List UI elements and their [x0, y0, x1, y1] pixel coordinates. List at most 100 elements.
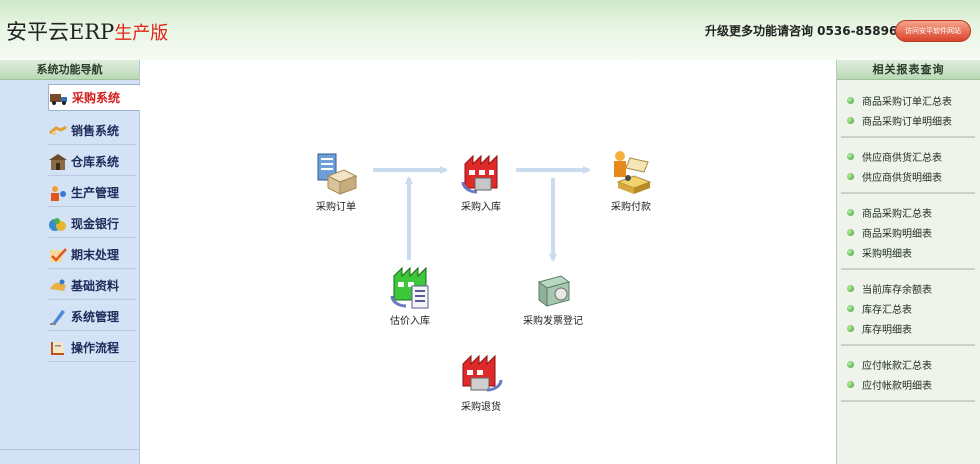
flow-node-purchase-order[interactable]: 采购订单 — [291, 150, 381, 213]
warehouse-icon — [49, 153, 67, 170]
flow-node-purchase-inbound[interactable]: 采购入库 — [436, 150, 526, 213]
report-group: 供应商供货汇总表 供应商供货明细表 — [841, 142, 975, 194]
book-icon — [51, 341, 64, 355]
nav-item-label: 生产管理 — [71, 186, 120, 200]
logo-main: 安平云ERP — [6, 20, 115, 44]
report-link-label: 供应商供货汇总表 — [862, 152, 942, 164]
bullet-icon — [847, 248, 854, 256]
bullet-icon — [847, 324, 854, 332]
purchase-inbound-icon — [461, 154, 498, 194]
report-link-label: 库存汇总表 — [862, 304, 912, 316]
report-link[interactable]: 当前库存余额表 — [841, 278, 975, 298]
report-panel-title: 相关报表查询 — [837, 60, 980, 80]
flow-node-label: 采购发票登记 — [523, 316, 583, 327]
handshake-icon — [49, 125, 67, 135]
nav-bottom-divider — [0, 449, 140, 450]
bullet-icon — [847, 208, 854, 216]
report-group: 当前库存余额表 库存汇总表 库存明细表 — [841, 274, 975, 346]
checkmark-icon — [50, 247, 67, 262]
report-link[interactable]: 供应商供货汇总表 — [841, 146, 975, 166]
flow-node-estimate-inbound[interactable]: 估价入库 — [365, 262, 455, 327]
invoice-register-icon — [537, 275, 571, 307]
report-link-label: 供应商供货明细表 — [862, 172, 942, 184]
report-group: 商品采购汇总表 商品采购明细表 采购明细表 — [841, 198, 975, 270]
report-link[interactable]: 商品采购订单明细表 — [841, 110, 975, 130]
nav-item-production[interactable]: 生产管理 — [48, 177, 140, 208]
flow-node-label: 估价入库 — [390, 316, 430, 327]
worker-icon — [51, 185, 66, 201]
report-link[interactable]: 商品采购汇总表 — [841, 202, 975, 222]
bullet-icon — [847, 284, 854, 292]
bullet-icon — [847, 360, 854, 368]
report-link-label: 当前库存余额表 — [862, 284, 932, 296]
report-link[interactable]: 库存明细表 — [841, 318, 975, 338]
purchase-return-icon — [462, 354, 503, 392]
flow-node-label: 采购退货 — [461, 402, 501, 413]
report-list: 商品采购订单汇总表 商品采购订单明细表 供应商供货汇总表 供应商供货明细表 商品… — [841, 86, 975, 406]
workflow-canvas: 采购订单 采购入库 采购付款 — [141, 60, 836, 464]
app-logo: 安平云ERP生产版 — [6, 16, 168, 46]
report-link-label: 库存明细表 — [862, 324, 912, 336]
left-nav: 系统功能导航 采购系统 销售系统 仓库系统 生产管理 现金银行 — [0, 60, 140, 464]
report-link[interactable]: 应付帐款汇总表 — [841, 354, 975, 374]
nav-item-label: 期末处理 — [71, 248, 120, 262]
report-group: 应付帐款汇总表 应付帐款明细表 — [841, 350, 975, 402]
report-link[interactable]: 商品采购明细表 — [841, 222, 975, 242]
nav-item-purchase[interactable]: 采购系统 — [48, 84, 140, 111]
bullet-icon — [847, 172, 854, 180]
nav-item-period-end[interactable]: 期末处理 — [48, 239, 140, 270]
nav-item-warehouse[interactable]: 仓库系统 — [48, 146, 140, 177]
purchase-payment-icon — [614, 151, 652, 194]
report-link[interactable]: 库存汇总表 — [841, 298, 975, 318]
nav-item-basic-data[interactable]: 基础资料 — [48, 270, 140, 301]
report-link-label: 商品采购订单汇总表 — [862, 96, 952, 108]
flow-node-purchase-return[interactable]: 采购退货 — [436, 350, 526, 413]
nav-item-system-admin[interactable]: 系统管理 — [48, 301, 140, 332]
bullet-icon — [847, 380, 854, 388]
report-link[interactable]: 商品采购订单汇总表 — [841, 90, 975, 110]
nav-item-sales[interactable]: 销售系统 — [48, 115, 140, 146]
pen-icon — [50, 309, 65, 325]
report-link-label: 商品采购明细表 — [862, 228, 932, 240]
report-link[interactable]: 采购明细表 — [841, 242, 975, 262]
nav-item-label: 系统管理 — [71, 310, 120, 324]
report-panel: 相关报表查询 商品采购订单汇总表 商品采购订单明细表 供应商供货汇总表 供应商供… — [836, 60, 980, 464]
nav-item-label: 现金银行 — [71, 217, 120, 231]
nav-item-workflow[interactable]: 操作流程 — [48, 332, 140, 363]
nav-item-label: 采购系统 — [72, 91, 121, 105]
report-link-label: 应付帐款明细表 — [862, 380, 932, 392]
hand-icon — [50, 279, 66, 291]
bullet-icon — [847, 116, 854, 124]
bullet-icon — [847, 152, 854, 160]
bullet-icon — [847, 228, 854, 236]
report-link[interactable]: 应付帐款明细表 — [841, 374, 975, 394]
truck-icon — [50, 93, 67, 105]
flow-arrows — [373, 166, 591, 262]
flow-node-label: 采购入库 — [461, 202, 501, 213]
nav-item-cash-bank[interactable]: 现金银行 — [48, 208, 140, 239]
visit-website-button[interactable]: 访问安平软件网站 — [895, 20, 971, 42]
header: 安平云ERP生产版 升级更多功能请咨询 0536-8589685 访问安平软件网… — [0, 0, 980, 60]
logo-edition: 生产版 — [114, 23, 169, 44]
flow-node-label: 采购付款 — [611, 202, 651, 213]
flow-node-invoice-register[interactable]: 采购发票登记 — [508, 272, 598, 327]
nav-item-label: 仓库系统 — [71, 155, 120, 169]
hotline-text: 升级更多功能请咨询 0536-8589685 — [705, 24, 915, 38]
flow-node-purchase-payment[interactable]: 采购付款 — [586, 148, 676, 213]
left-nav-title: 系统功能导航 — [0, 60, 139, 80]
report-link-label: 应付帐款汇总表 — [862, 360, 932, 372]
coins-icon — [49, 217, 66, 231]
bullet-icon — [847, 96, 854, 104]
report-group: 商品采购订单汇总表 商品采购订单明细表 — [841, 86, 975, 138]
report-link-label: 商品采购汇总表 — [862, 208, 932, 220]
purchase-order-icon — [317, 153, 358, 195]
nav-item-label: 基础资料 — [71, 279, 120, 293]
nav-list: 采购系统 销售系统 仓库系统 生产管理 现金银行 期末处理 — [48, 84, 140, 363]
report-link-label: 商品采购订单明细表 — [862, 116, 952, 128]
nav-item-label: 销售系统 — [71, 124, 120, 138]
bullet-icon — [847, 304, 854, 312]
report-link[interactable]: 供应商供货明细表 — [841, 166, 975, 186]
estimate-inbound-icon — [390, 266, 429, 309]
flow-node-label: 采购订单 — [316, 202, 356, 213]
